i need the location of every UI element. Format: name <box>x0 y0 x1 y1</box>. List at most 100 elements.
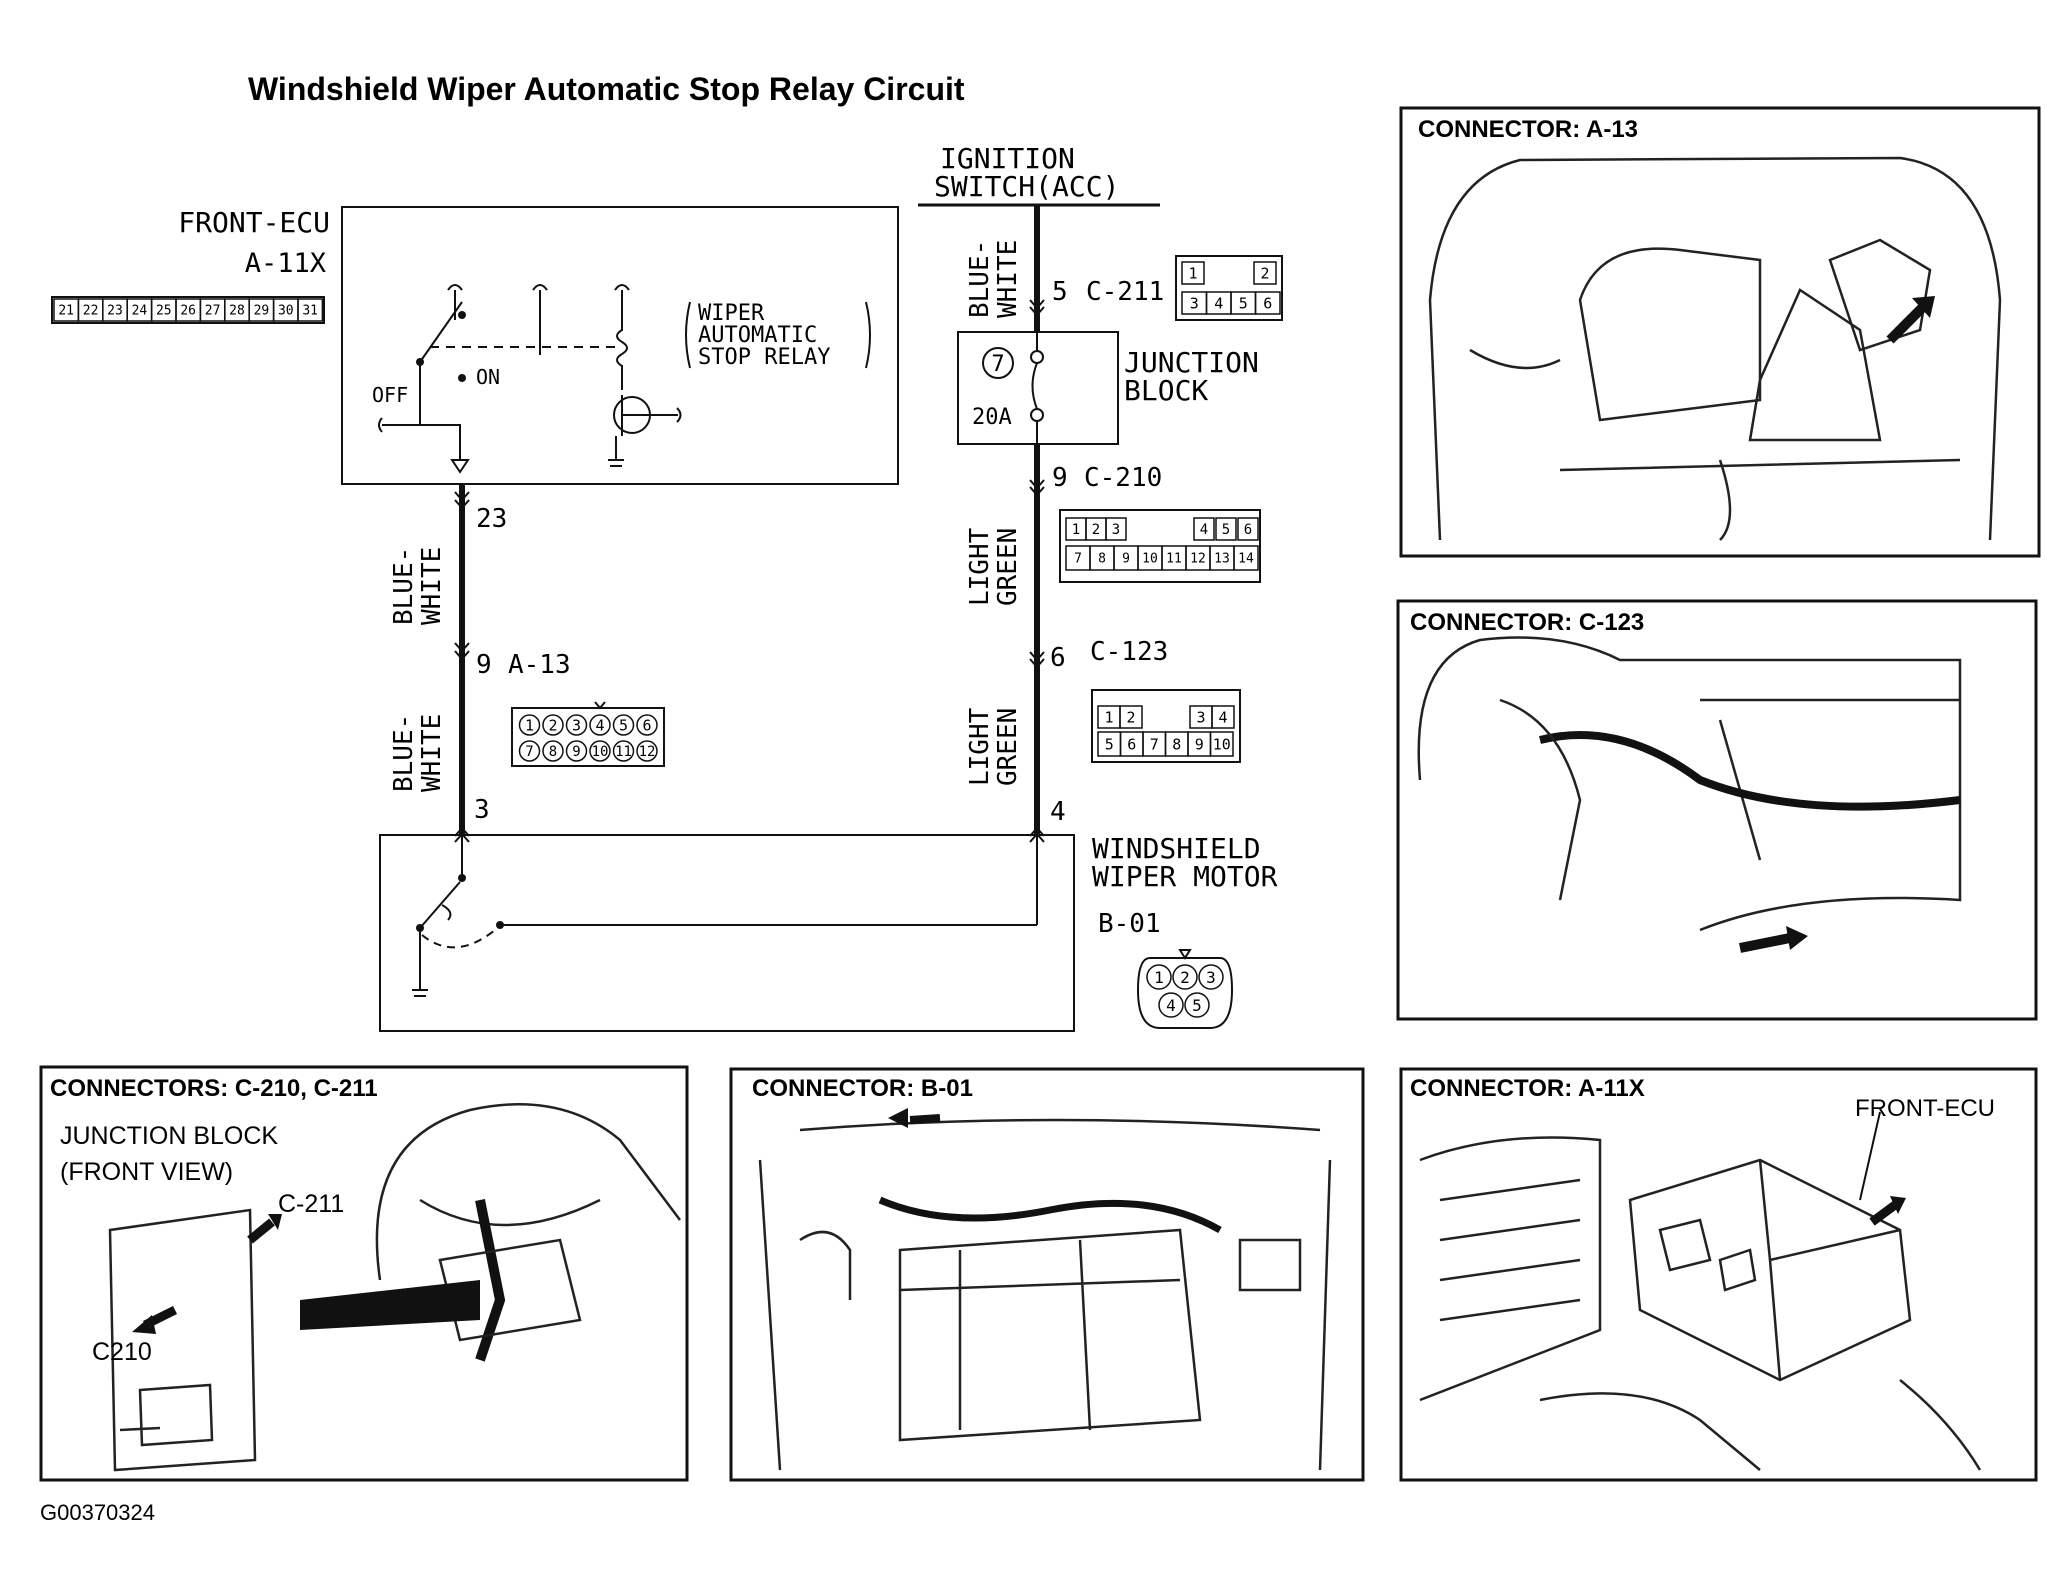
a13-pin-2-label: 2 <box>548 716 557 734</box>
a13-pin-6-label: 6 <box>642 716 651 734</box>
motor-label-2: WIPER MOTOR <box>1092 860 1278 893</box>
a13-pin-6-pin <box>636 714 658 736</box>
c211-pin-1-label: 1 <box>1188 264 1197 282</box>
a13-pin-10-label: 10 <box>592 744 609 760</box>
a13-pin-9-pin <box>565 740 588 762</box>
panel-a11x-title: CONNECTOR: A-11X <box>1410 1075 1645 1102</box>
a11x-pin-22-label: 22 <box>83 304 99 319</box>
junction-block-label-1: JUNCTION <box>1124 346 1259 379</box>
a11x-pin-29-label: 29 <box>254 304 270 319</box>
b01-connector-id: B-01 <box>1098 909 1161 939</box>
panel-c210-label: C210 <box>92 1338 152 1366</box>
c210-pin-9-label: 9 <box>1122 552 1130 567</box>
c210-pin-5-cell <box>1215 517 1237 541</box>
c210-pin-13-label: 13 <box>1214 552 1230 567</box>
c210-pin-4-label: 4 <box>1200 522 1208 538</box>
a13-pin-8-pin <box>542 740 564 762</box>
c210-pin-11-label: 11 <box>1166 552 1182 567</box>
c211-pin-3-label: 3 <box>1190 294 1199 312</box>
c123-pin-8-label: 8 <box>1172 735 1181 753</box>
panel-connector-a11x: CONNECTOR: A-11X FRONT-ECU <box>1399 1067 2038 1482</box>
right-wire <box>1029 205 1045 843</box>
c211-pin-1-cell <box>1181 261 1205 285</box>
panel-jb-label-2: (FRONT VIEW) <box>60 1158 233 1186</box>
c210-pin-7-label: 7 <box>1074 552 1082 567</box>
c210-pin-10-label: 10 <box>1142 552 1158 567</box>
left-wire <box>454 484 470 843</box>
c211-pin-4-label: 4 <box>1214 294 1223 312</box>
panel-connector-b01: CONNECTOR: B-01 <box>729 1067 1365 1482</box>
c210-pin-12-label: 12 <box>1190 552 1206 567</box>
a11x-pin-24-label: 24 <box>132 304 148 319</box>
wire-label-left-upper-2: WHITE <box>417 547 447 625</box>
a11x-pin-23-label: 23 <box>107 304 123 319</box>
b01-pin-2-pin <box>1172 964 1198 990</box>
c210-pin-2-label: 2 <box>1092 522 1100 538</box>
relay-label-line3: STOP RELAY <box>698 345 830 370</box>
wire-label-right-lower-1: LIGHT <box>965 707 995 786</box>
a11x-pin-31-label: 31 <box>302 304 318 319</box>
a13-pin-4-label: 4 <box>595 716 604 734</box>
c211-pin-2-label: 2 <box>1260 264 1269 282</box>
c123-pin-3-label: 3 <box>1196 708 1205 726</box>
figure-id: G00370324 <box>40 1500 155 1525</box>
wire-label-right-top-1: BLUE- <box>965 240 995 318</box>
a13-pin-7-pin <box>518 740 541 762</box>
a13-pin-12-label: 12 <box>639 744 656 760</box>
b01-pin-4-pin <box>1158 992 1184 1018</box>
wire-label-left-lower-1: BLUE- <box>389 714 419 792</box>
fuse-number: 7 <box>991 352 1004 377</box>
wire-label-right-top-2: WHITE <box>993 240 1023 318</box>
a13-pin-3-pin <box>565 714 588 736</box>
wire-label-right-mid-2: GREEN <box>993 528 1023 606</box>
a13-pin-11-pin <box>612 740 635 762</box>
c123-pin-6-label: 6 <box>1127 735 1136 753</box>
pin-c210-9: 9 <box>1052 463 1068 493</box>
b01-pin-2-label: 2 <box>1180 968 1190 987</box>
c123-connector-id: C-123 <box>1090 637 1168 667</box>
wire-label-right-lower-2: GREEN <box>993 708 1023 786</box>
c123-pin-10-cell <box>1209 731 1234 757</box>
c123-pin-9-label: 9 <box>1195 735 1204 753</box>
panel-jb-label-1: JUNCTION BLOCK <box>60 1122 278 1150</box>
c210-pin-6-label: 6 <box>1244 522 1252 538</box>
a11x-pin-26-label: 26 <box>180 304 196 319</box>
b01-pin-3-pin <box>1198 964 1224 990</box>
a13-pin-1-pin <box>518 714 541 736</box>
a11x-pin-30-label: 30 <box>278 304 294 319</box>
c123-pin-2-cell <box>1119 705 1143 729</box>
panel-front-ecu-label: FRONT-ECU <box>1855 1095 1995 1122</box>
motor-label-1: WINDSHIELD <box>1092 832 1261 865</box>
a13-pin-1-label: 1 <box>525 716 534 734</box>
c210-pin-5-label: 5 <box>1222 522 1230 538</box>
panel-a13-title: CONNECTOR: A-13 <box>1418 116 1638 143</box>
junction-block-label-2: BLOCK <box>1124 374 1208 407</box>
relay-off-label: OFF <box>372 383 408 407</box>
c123-pin-4-cell <box>1211 705 1235 729</box>
panel-connector-c123: CONNECTOR: C-123 <box>1396 599 2038 1021</box>
a13-pin-5-label: 5 <box>619 716 628 734</box>
c210-connector-id: C-210 <box>1084 463 1162 493</box>
relay-label-line1: WIPER <box>698 301 765 326</box>
a13-pin-10-pin <box>589 740 611 762</box>
c210-pin-14-label: 14 <box>1238 552 1254 567</box>
c211-connector-id: C-211 <box>1086 277 1164 307</box>
panel-connectors-c210-c211: CONNECTORS: C-210, C-211 JUNCTION BLOCK … <box>39 1065 689 1482</box>
c210-pin-6-cell <box>1237 517 1259 541</box>
a13-pin-12-pin <box>636 740 658 762</box>
wire-label-left-upper-1: BLUE- <box>389 547 419 625</box>
pin-ecu-23: 23 <box>476 504 507 534</box>
b01-pin-5-label: 5 <box>1192 996 1202 1015</box>
a11x-pin-27-label: 27 <box>205 304 221 319</box>
c210-pin-1-label: 1 <box>1072 522 1080 538</box>
ignition-label-2: SWITCH(ACC) <box>934 170 1119 203</box>
c211-pin-6-cell <box>1254 291 1281 315</box>
b01-pin-5-pin <box>1184 992 1210 1018</box>
c210-pin-3-label: 3 <box>1112 522 1120 538</box>
b01-pin-3-label: 3 <box>1206 968 1216 987</box>
wiper-motor-box <box>379 834 1075 1032</box>
c211-pin-2-cell <box>1253 261 1277 285</box>
c123-pin-2-label: 2 <box>1126 708 1135 726</box>
